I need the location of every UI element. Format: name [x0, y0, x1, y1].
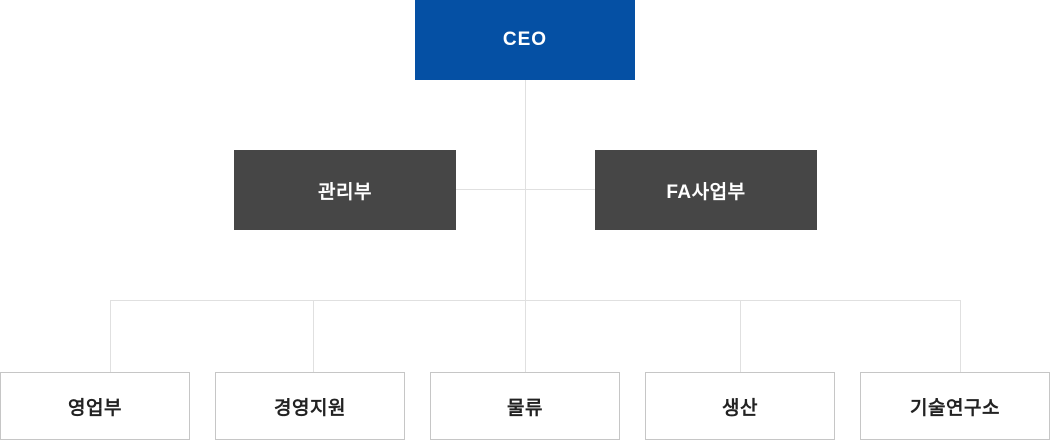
node-management-dept: 관리부 — [234, 150, 456, 230]
connector-drop-production — [740, 300, 741, 372]
node-production: 생산 — [645, 372, 835, 440]
connector-departments-bar — [110, 300, 961, 301]
connector-drop-sales — [110, 300, 111, 372]
connector-drop-tech-research — [960, 300, 961, 372]
node-fa-business-dept: FA사업부 — [595, 150, 817, 230]
node-management-dept-label: 관리부 — [318, 181, 372, 203]
node-sales-dept: 영업부 — [0, 372, 190, 440]
node-ceo: CEO — [415, 0, 635, 80]
node-fa-business-dept-label: FA사업부 — [666, 181, 746, 203]
node-tech-research: 기술연구소 — [860, 372, 1050, 440]
node-production-label: 생산 — [722, 397, 758, 419]
node-management-support-label: 경영지원 — [274, 397, 346, 419]
node-sales-dept-label: 영업부 — [68, 397, 122, 419]
connector-ceo-vertical — [525, 80, 526, 372]
node-logistics-label: 물류 — [507, 397, 543, 419]
node-tech-research-label: 기술연구소 — [910, 397, 1000, 419]
node-management-support: 경영지원 — [215, 372, 405, 440]
connector-branches-horizontal — [455, 189, 596, 190]
node-ceo-label: CEO — [502, 29, 548, 50]
node-logistics: 물류 — [430, 372, 620, 440]
connector-drop-management-support — [313, 300, 314, 372]
